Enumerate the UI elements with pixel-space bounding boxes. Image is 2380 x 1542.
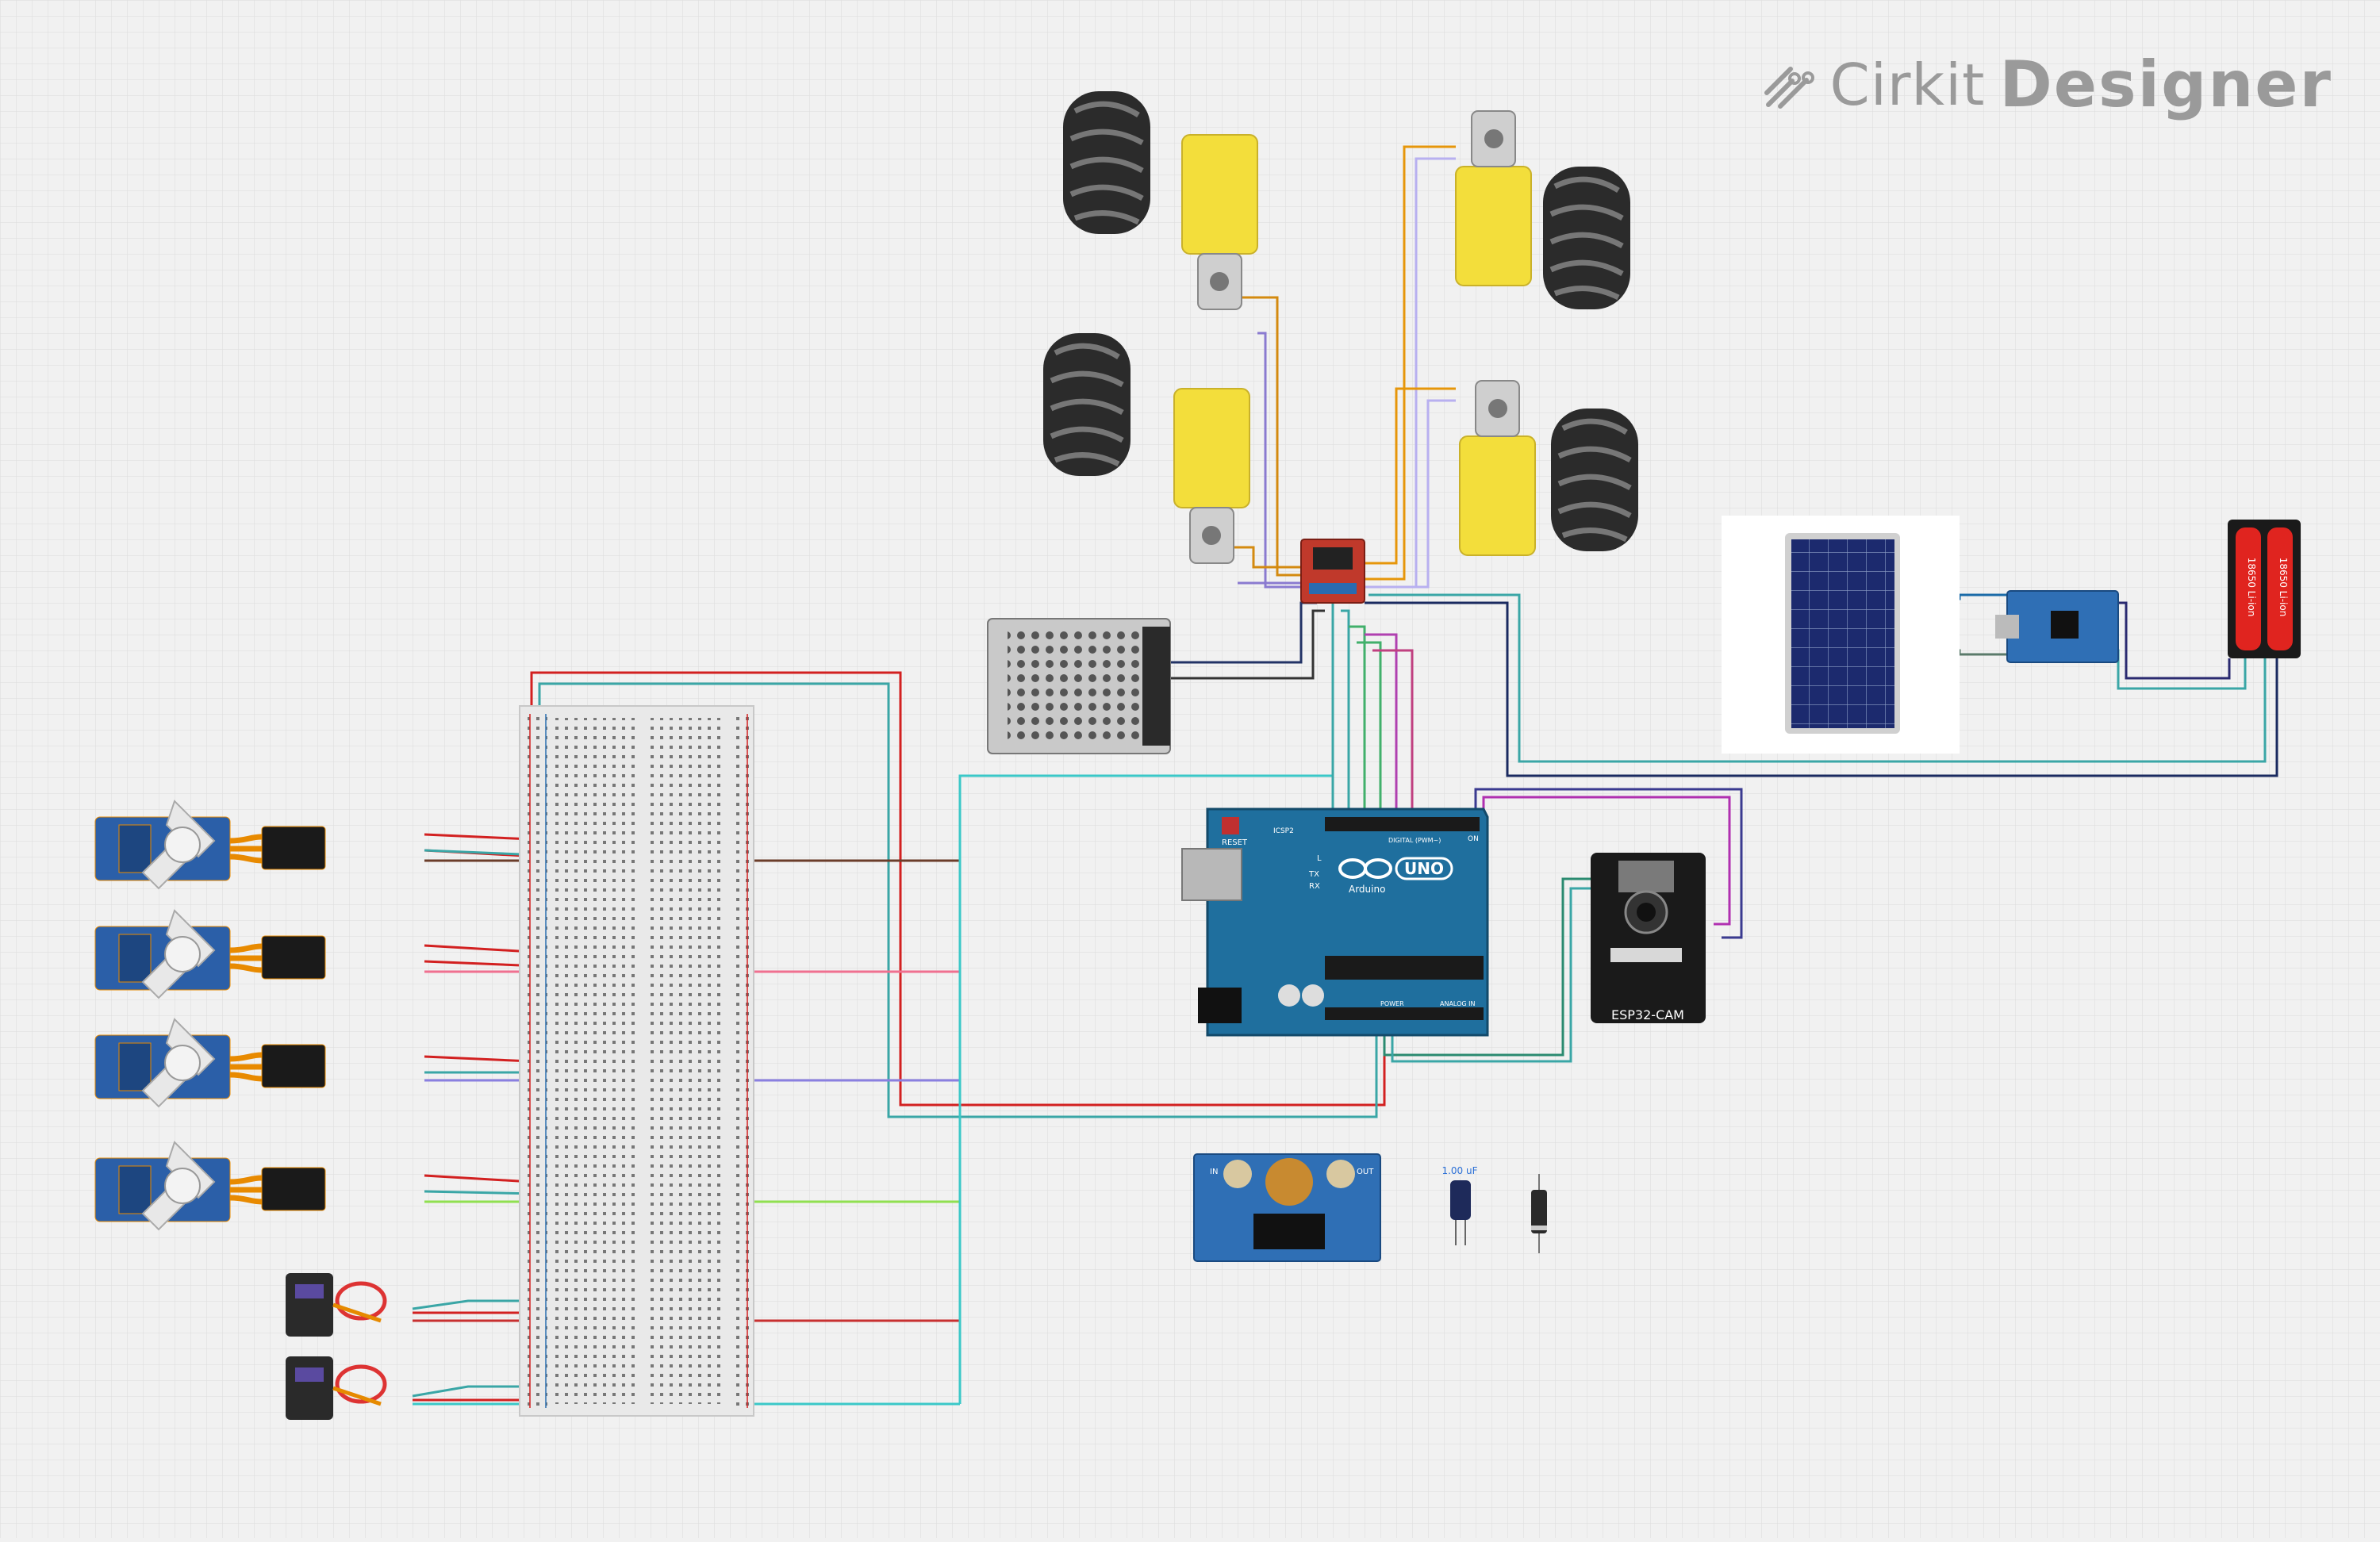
l-label: L — [1317, 854, 1322, 863]
esp32cam-label: ESP32-CAM — [1611, 1007, 1684, 1022]
capacitor-value: 1.00 uF — [1441, 1165, 1477, 1176]
brand-name-light: Cirkit — [1829, 51, 1986, 118]
on-label: ON — [1468, 835, 1479, 843]
buck-in-label: IN — [1210, 1168, 1218, 1176]
battery-cell-label: 18650 Li-ion — [2246, 558, 2257, 617]
analog-label: ANALOG IN — [1440, 1000, 1476, 1007]
buck-converter[interactable]: IN OUT — [1193, 1153, 1381, 1262]
l298n-motor-driver[interactable] — [1300, 539, 1365, 604]
battery-cell-label: 18650 Li-ion — [2278, 558, 2289, 617]
breadboard[interactable] — [519, 705, 754, 1417]
cirkit-logo-icon — [1764, 66, 1814, 109]
diode[interactable] — [1531, 1174, 1547, 1253]
tx-label: TX — [1308, 870, 1319, 879]
arduino-uno[interactable]: RESET ICSP2 L TX RX ON DIGITAL (PWM~) PO… — [1181, 807, 1489, 1037]
power-label: POWER — [1380, 1000, 1404, 1007]
arduino-logo-icon — [1338, 858, 1392, 879]
digital-label: DIGITAL (PWM~) — [1388, 837, 1441, 844]
uno-label: UNO — [1404, 859, 1444, 878]
brand-name-bold: Designer — [1999, 48, 2332, 121]
capacitor[interactable]: 1.00 uF — [1441, 1165, 1478, 1245]
rx-label: RX — [1309, 882, 1320, 891]
solar-panel[interactable] — [1722, 516, 1960, 754]
charger-module[interactable] — [1995, 590, 2119, 663]
brand-logo: Cirkit Designer — [1760, 48, 2332, 121]
icsp2-label: ICSP2 — [1273, 827, 1294, 835]
esp32-cam[interactable]: ESP32-CAM — [1591, 853, 1706, 1023]
reset-label: RESET — [1222, 838, 1248, 847]
power-supply[interactable] — [987, 618, 1171, 754]
battery-pack[interactable]: 18650 Li-ion 18650 Li-ion — [2228, 520, 2301, 658]
buck-out-label: OUT — [1357, 1168, 1374, 1176]
arduino-maker-label: Arduino — [1349, 884, 1385, 895]
